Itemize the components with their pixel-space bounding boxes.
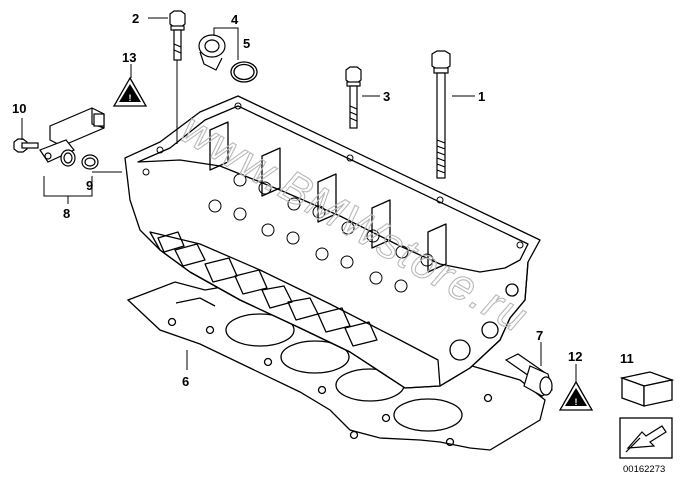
leader-line-8 xyxy=(43,176,93,197)
callout-9: 9 xyxy=(86,178,93,193)
cylinder-head-bolt-medium[interactable] xyxy=(345,66,362,129)
sealing-ring-9[interactable] xyxy=(81,154,99,170)
callout-13: 13 xyxy=(122,50,136,65)
callout-1: 1 xyxy=(478,89,485,104)
temperature-sensor[interactable] xyxy=(504,353,553,397)
callout-2: 2 xyxy=(132,11,139,26)
callout-8: 8 xyxy=(63,206,70,221)
callout-11: 11 xyxy=(620,351,634,366)
callout-10: 10 xyxy=(12,101,26,116)
svg-text:!: ! xyxy=(129,93,132,103)
warning-triangle-12: ! xyxy=(558,380,594,411)
callout-3: 3 xyxy=(383,89,390,104)
leader-line-4 xyxy=(213,27,239,60)
callout-6: 6 xyxy=(182,374,189,389)
hex-bolt-10[interactable] xyxy=(13,138,39,153)
repair-kit-box[interactable] xyxy=(619,371,675,407)
callout-12: 12 xyxy=(568,349,582,364)
svg-text:!: ! xyxy=(575,397,578,407)
diagram-part-id: 00162273 xyxy=(623,464,665,475)
screw-plug[interactable] xyxy=(198,34,226,71)
reference-arrow-icon xyxy=(619,417,673,459)
callout-5: 5 xyxy=(243,36,250,51)
cylinder-head-bolt-long[interactable] xyxy=(431,50,451,179)
o-ring[interactable] xyxy=(230,61,258,83)
callout-4: 4 xyxy=(231,12,239,27)
cylinder-head[interactable] xyxy=(124,95,541,389)
camshaft-sensor[interactable] xyxy=(39,107,105,167)
callout-7: 7 xyxy=(536,328,543,343)
warning-triangle-13: ! xyxy=(112,76,148,107)
screw-plug-bolt[interactable] xyxy=(169,10,186,61)
